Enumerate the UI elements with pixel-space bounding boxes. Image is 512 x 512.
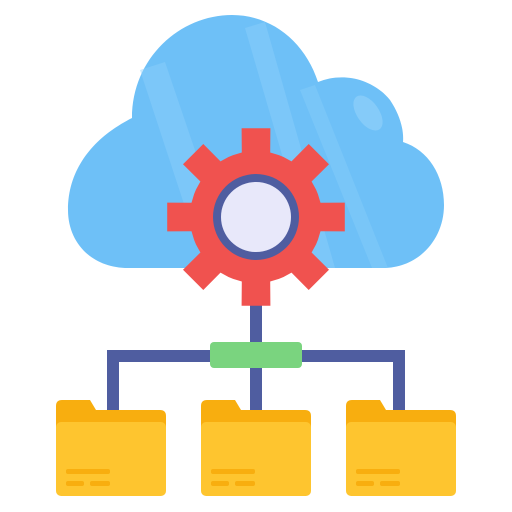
gear-icon bbox=[167, 128, 345, 306]
folder-right-icon bbox=[346, 400, 456, 496]
network-connectors bbox=[107, 300, 405, 412]
network-hub bbox=[210, 342, 302, 368]
folder-group bbox=[56, 400, 456, 496]
folder-left-icon bbox=[56, 400, 166, 496]
folder-center-icon bbox=[201, 400, 311, 496]
